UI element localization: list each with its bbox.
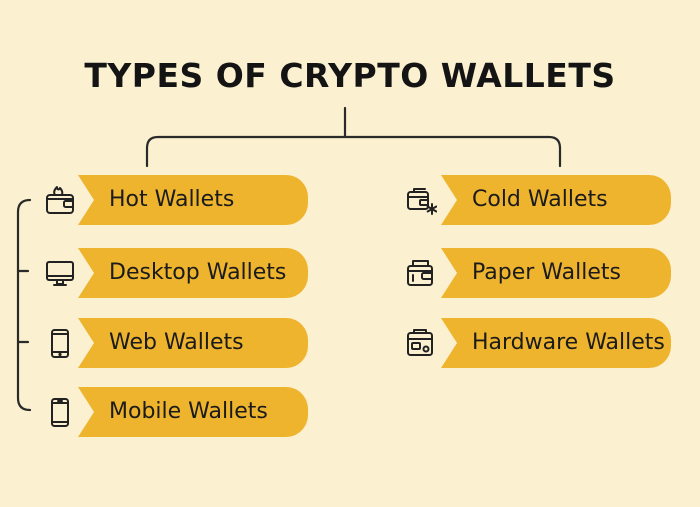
desktop-wallets-label: Desktop Wallets — [109, 260, 287, 285]
hot-bracket-line — [16, 198, 32, 412]
diagram-title: TYPES OF CRYPTO WALLETS — [84, 56, 616, 95]
hot-wallets-pill — [78, 175, 308, 225]
web-wallets-node: Web Wallets — [40, 318, 310, 368]
mobile-wallets-label: Mobile Wallets — [109, 399, 268, 424]
hardware-device-icon — [407, 329, 433, 356]
paper-wallets-label: Paper Wallets — [472, 260, 621, 285]
paper-wallets-pill — [441, 248, 671, 298]
mobile-wallets-node: Mobile Wallets — [40, 387, 310, 437]
hardware-wallets-label: Hardware Wallets — [472, 330, 665, 355]
hot-wallets-node: Hot Wallets — [40, 175, 310, 225]
cold-wallets-pill — [441, 175, 671, 225]
branch-bar-line — [145, 135, 562, 168]
smartphone-icon — [51, 398, 69, 427]
cold-storage-icon — [407, 188, 437, 215]
hardware-wallets-node: Hardware Wallets — [403, 318, 673, 368]
cold-wallets-node: Cold Wallets — [403, 175, 673, 225]
paper-wallet-icon — [407, 260, 433, 286]
mobile-wallets-pill — [78, 387, 308, 437]
wallet-flame-icon — [46, 186, 74, 214]
web-wallets-pill — [78, 318, 308, 368]
web-wallets-label: Web Wallets — [109, 330, 244, 355]
cold-wallets-label: Cold Wallets — [472, 187, 608, 212]
desktop-wallets-pill — [78, 248, 308, 298]
monitor-icon — [46, 261, 74, 286]
tablet-icon — [51, 329, 69, 358]
desktop-wallets-node: Desktop Wallets — [40, 248, 310, 298]
hardware-wallets-pill — [441, 318, 671, 368]
paper-wallets-node: Paper Wallets — [403, 248, 673, 298]
hot-wallets-label: Hot Wallets — [109, 187, 235, 212]
